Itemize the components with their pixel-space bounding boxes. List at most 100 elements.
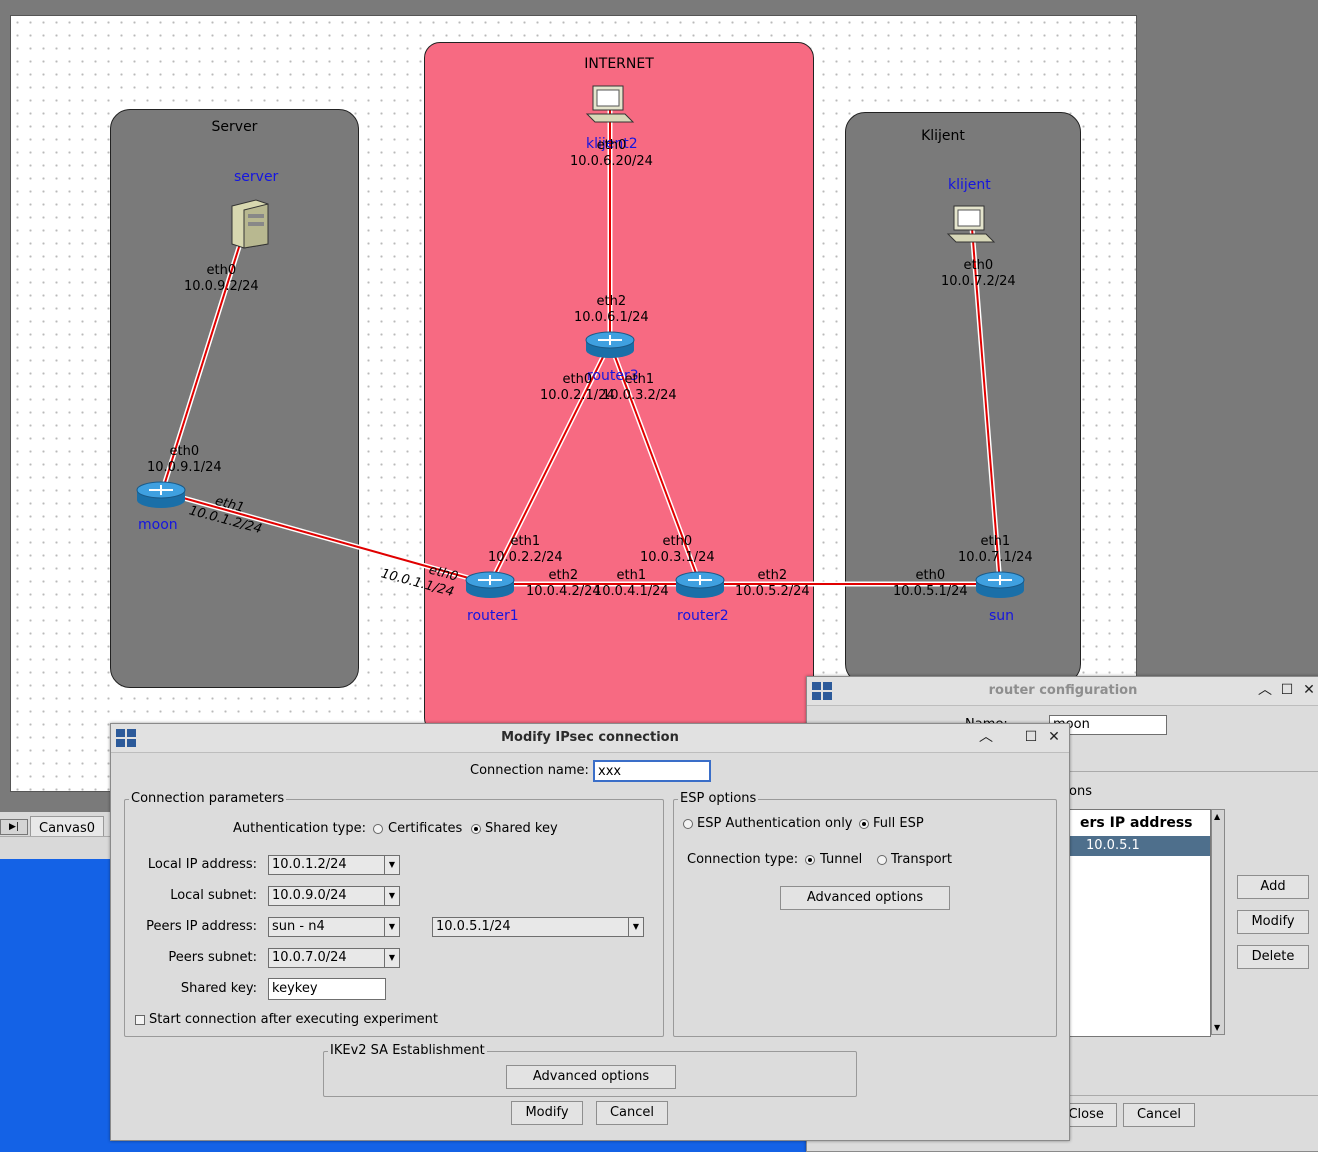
chevron-down-icon[interactable]: ▼ [384,887,399,905]
connection-parameters-group: Connection parameters Authentication typ… [124,791,664,1037]
link-router3-router1 [487,340,613,587]
imunes-app-icon [116,729,136,747]
connection-name-label: Connection name: [470,763,589,778]
zone-klijent-title: Klijent [921,128,965,144]
zone-internet[interactable]: INTERNET [424,42,814,734]
zone-internet-title: INTERNET [584,56,654,72]
link-klijent-sun [969,225,1003,587]
router-icon-moon[interactable] [135,480,187,510]
iface-router1-eth1: eth1 10.0.2.2/24 [488,534,563,565]
iface-moon-eth0: eth0 10.0.9.1/24 [147,444,222,475]
server-icon[interactable] [228,198,270,250]
local-subnet-value: 10.0.9.0/24 [272,888,347,903]
ipsec-section-label: ons [1069,784,1092,799]
node-label-klijent: klijent [948,177,991,193]
peers-ip-label: Peers IP address: [146,919,257,934]
chevron-down-icon[interactable]: ▼ [628,918,643,936]
peers-node-select[interactable]: sun - n4 ▼ [268,917,400,937]
link-router3-router2 [607,340,703,587]
router-config-cancel-button[interactable]: Cancel [1123,1103,1195,1127]
auth-shared-key-radio[interactable] [471,824,481,834]
node-label-router3: router3 [587,368,639,384]
iface-server-eth0: eth0 10.0.9.2/24 [184,263,259,294]
ipsec-connections-list[interactable]: ers IP address 10.0.5.1 [1069,809,1211,1037]
link-server-moon [159,225,248,495]
auth-certificates-label[interactable]: Certificates [388,821,463,836]
shared-key-input[interactable]: keykey [268,978,386,1000]
ipsec-titlebar[interactable]: Modify IPsec connection ︿ ☐ ✕ [111,724,1069,753]
router-name-input[interactable]: moon [1049,715,1167,735]
router-config-title: router configuration [988,683,1138,698]
router-icon-sun[interactable] [974,570,1026,600]
auth-certificates-radio[interactable] [373,824,383,834]
connection-name-input[interactable]: xxx [593,760,711,782]
scroll-up-icon[interactable]: ▲ [1214,812,1221,821]
table-row[interactable]: 10.0.5.1 [1070,836,1210,856]
pc-icon-klijent[interactable] [946,204,996,248]
ikev2-advanced-options-button[interactable]: Advanced options [506,1065,676,1089]
router-icon-router3[interactable] [584,330,636,360]
iface-klijent-eth0: eth0 10.0.7.2/24 [941,258,1016,289]
auth-type-label: Authentication type: [233,821,366,836]
iface-sun-eth0: eth0 10.0.5.1/24 [893,568,968,599]
start-connection-label[interactable]: Start connection after executing experim… [149,1012,438,1027]
start-connection-checkbox[interactable] [135,1015,145,1025]
node-label-sun: sun [989,608,1015,624]
peers-ip-select[interactable]: 10.0.5.1/24 ▼ [432,917,644,937]
full-esp-label[interactable]: Full ESP [873,816,924,831]
minimize-icon[interactable]: ︿ [1258,682,1272,698]
delete-button[interactable]: Delete [1237,945,1309,969]
esp-auth-only-label[interactable]: ESP Authentication only [697,816,853,831]
node-label-router2: router2 [677,608,729,624]
local-subnet-select[interactable]: 10.0.9.0/24 ▼ [268,886,400,906]
router-icon-router1[interactable] [464,570,516,600]
shared-key-label: Shared key: [180,981,257,996]
pc-icon-klijent2[interactable] [585,84,635,128]
minimize-icon[interactable]: ︿ [979,729,993,745]
scroll-down-icon[interactable]: ▼ [1214,1023,1221,1032]
local-ip-select[interactable]: 10.0.1.2/24 ▼ [268,855,400,875]
tab-nav-button[interactable]: ▶| [0,819,28,835]
iface-router3-eth0: eth0 10.0.2.1/24 [540,372,615,403]
iface-router2-eth2: eth2 10.0.5.2/24 [735,568,810,599]
peers-node-value: sun - n4 [272,919,325,934]
local-ip-value: 10.0.1.2/24 [272,857,347,872]
local-subnet-label: Local subnet: [170,888,257,903]
close-icon[interactable]: ✕ [1048,729,1060,745]
chevron-down-icon[interactable]: ▼ [384,856,399,874]
transport-radio[interactable] [877,855,887,865]
maximize-icon[interactable]: ☐ [1280,682,1294,698]
ipsec-dialog: Modify IPsec connection ︿ ☐ ✕ Connection… [110,723,1070,1141]
tunnel-radio[interactable] [805,855,815,865]
node-label-moon: moon [138,517,178,533]
links-layer [159,102,1003,587]
iface-router3-eth1: eth1 10.0.3.2/24 [602,372,677,403]
cancel-button[interactable]: Cancel [596,1101,668,1125]
imunes-app-icon [812,682,832,700]
node-label-server: server [234,169,279,185]
chevron-down-icon[interactable]: ▼ [384,918,399,936]
full-esp-radio[interactable] [859,819,869,829]
esp-advanced-options-button[interactable]: Advanced options [780,886,950,910]
iface-klijent2-eth0: eth0 10.0.6.20/24 [570,138,653,169]
modify-button[interactable]: Modify [511,1101,583,1125]
transport-label[interactable]: Transport [891,852,953,867]
peers-subnet-label: Peers subnet: [168,950,257,965]
router-icon-router2[interactable] [674,570,726,600]
column-header-peers-ip[interactable]: ers IP address [1080,815,1193,831]
router-config-titlebar[interactable]: router configuration ︿ ☐ ✕ [807,677,1318,706]
connection-parameters-legend: Connection parameters [129,791,287,807]
esp-auth-only-radio[interactable] [683,819,693,829]
tab-canvas0[interactable]: Canvas0 [30,816,104,837]
chevron-down-icon[interactable]: ▼ [384,949,399,967]
ipsec-dialog-title: Modify IPsec connection [501,730,679,745]
local-ip-label: Local IP address: [147,857,257,872]
close-icon[interactable]: ✕ [1303,682,1315,698]
add-button[interactable]: Add [1237,875,1309,899]
list-scrollbar[interactable]: ▲ ▼ [1211,809,1225,1035]
tunnel-label[interactable]: Tunnel [820,852,863,867]
auth-shared-key-label[interactable]: Shared key [485,821,558,836]
peers-subnet-select[interactable]: 10.0.7.0/24 ▼ [268,948,400,968]
modify-connection-button[interactable]: Modify [1237,910,1309,934]
maximize-icon[interactable]: ☐ [1024,729,1038,745]
